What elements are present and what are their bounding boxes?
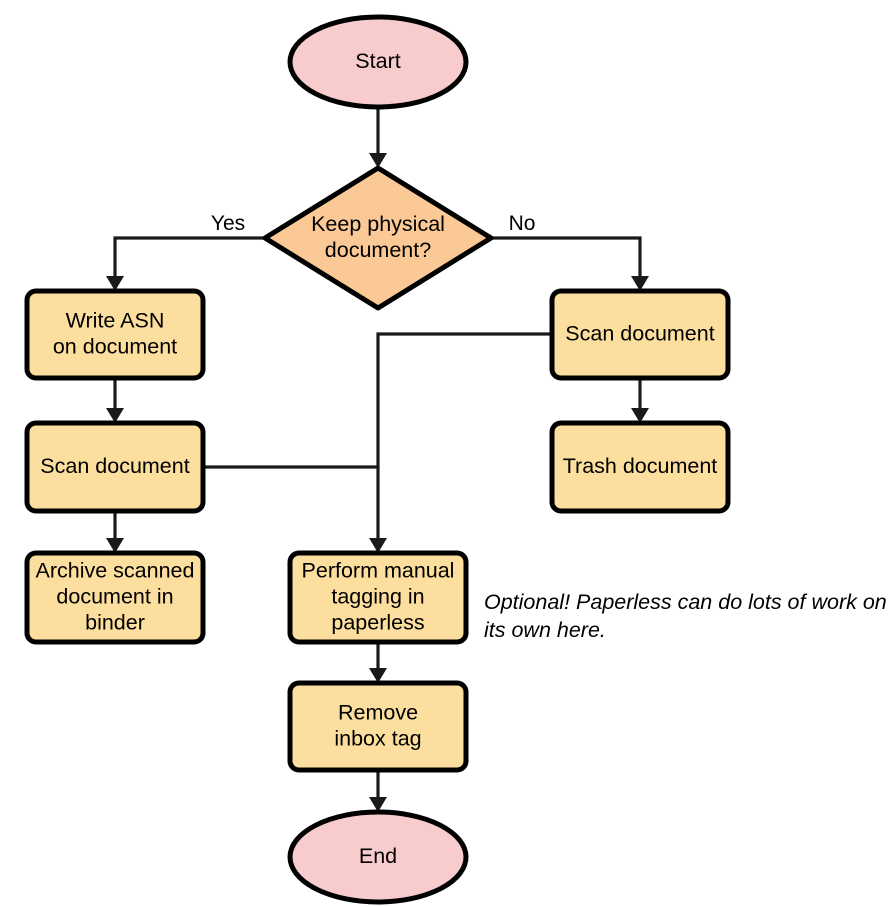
edge-decision-no-to-scan-right: No xyxy=(491,212,649,291)
annotation-optional-note: Optional! Paperless can do lots of work … xyxy=(484,590,887,642)
edge-remove-inbox-to-end xyxy=(369,770,387,812)
node-label-line: Trash document xyxy=(563,454,718,478)
node-label-line: Scan document xyxy=(565,321,714,345)
node-scan-document-left[interactable]: Scan document xyxy=(24,420,206,514)
node-label-line: Scan document xyxy=(40,454,189,478)
node-label-line: End xyxy=(359,844,397,868)
node-shape-rect xyxy=(287,550,469,645)
node-label-line: tagging in xyxy=(331,584,424,608)
node-shape-ellipse xyxy=(287,14,469,110)
edge-arrowhead xyxy=(369,668,387,683)
edge-label-yes: Yes xyxy=(211,212,245,235)
node-label-line: on document xyxy=(53,334,177,358)
annotation-line: its own here. xyxy=(484,618,606,642)
node-label: Trash document xyxy=(563,454,718,478)
edge-scan-right-to-manual-tagging xyxy=(369,332,552,553)
node-label-line: Write ASN xyxy=(66,308,165,332)
edge-arrowhead xyxy=(369,797,387,812)
node-end[interactable]: End xyxy=(287,809,469,905)
node-label: Start xyxy=(355,49,400,73)
node-shape-rect xyxy=(549,420,731,514)
edge-arrowhead xyxy=(369,153,387,168)
node-label-line: document in xyxy=(56,584,173,608)
node-label-line: inbox tag xyxy=(334,726,421,750)
edge-arrowhead xyxy=(106,276,124,291)
node-shape-diamond xyxy=(262,165,494,311)
edge-arrowhead xyxy=(106,408,124,423)
node-label: End xyxy=(359,844,397,868)
node-label-line: Start xyxy=(355,49,400,73)
edge-write-asn-to-scan-left xyxy=(106,378,124,423)
annotations-layer: Optional! Paperless can do lots of work … xyxy=(484,590,887,642)
edges-layer: Yes No xyxy=(106,107,649,812)
node-shape-rect xyxy=(24,420,206,514)
edge-arrowhead xyxy=(106,538,124,553)
node-label-line: document? xyxy=(325,238,431,262)
node-label-line: Keep physical xyxy=(311,212,445,236)
node-label-line: Archive scanned xyxy=(36,558,195,582)
edge-line xyxy=(491,236,642,286)
edge-scan-left-to-archive xyxy=(106,511,124,553)
node-label: Scan document xyxy=(565,321,714,345)
node-label-line: paperless xyxy=(331,610,424,634)
edge-scan-right-to-trash xyxy=(631,378,649,423)
edge-decision-yes-to-write-asn: Yes xyxy=(106,212,265,291)
edge-arrowhead xyxy=(631,276,649,291)
node-shape-rect xyxy=(549,288,731,381)
edge-arrowhead xyxy=(369,538,387,553)
node-shape-rect xyxy=(24,288,206,381)
edge-label-no: No xyxy=(509,212,536,235)
annotation-line: Optional! Paperless can do lots of work … xyxy=(484,590,887,614)
edge-arrowhead xyxy=(631,408,649,423)
node-trash-document[interactable]: Trash document xyxy=(549,420,731,514)
node-shape-rect xyxy=(24,550,206,645)
edge-start-to-decision xyxy=(369,107,387,168)
node-label: Scan document xyxy=(40,454,189,478)
edge-line xyxy=(376,332,552,548)
node-start[interactable]: Start xyxy=(287,14,469,110)
node-scan-document-right[interactable]: Scan document xyxy=(549,288,731,381)
edge-manual-tagging-to-remove-inbox xyxy=(369,642,387,683)
node-label-line: Perform manual xyxy=(302,558,455,582)
edge-line xyxy=(113,236,265,286)
node-label-line: Remove xyxy=(338,700,418,724)
node-shape-ellipse xyxy=(287,809,469,905)
node-shape-rect xyxy=(287,680,469,773)
node-label-line: binder xyxy=(85,610,145,634)
